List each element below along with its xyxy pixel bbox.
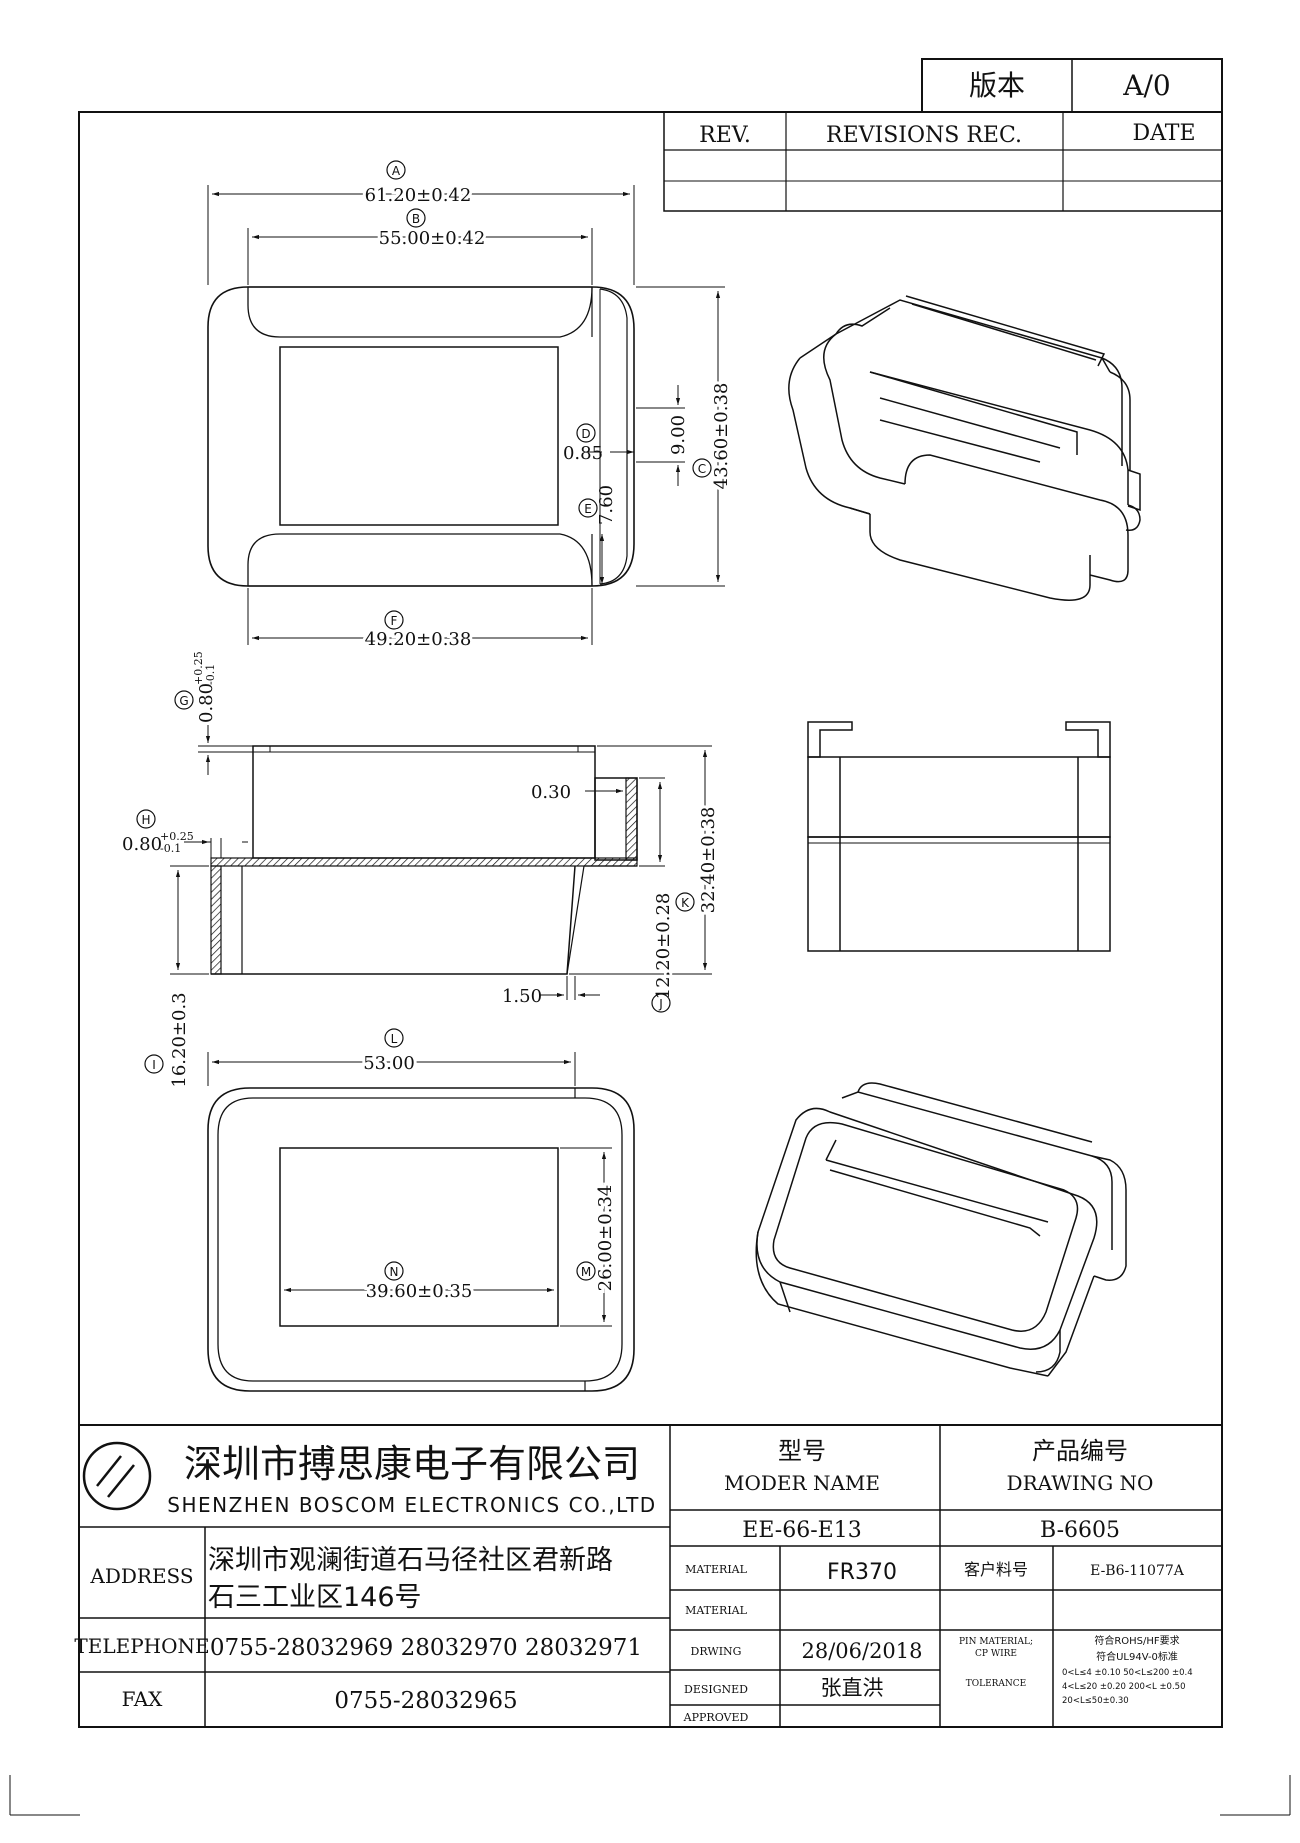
customer-part-label: 客户料号: [964, 1560, 1028, 1579]
material-value: FR370: [827, 1560, 897, 1585]
dim-step-value: 1.50: [502, 986, 542, 1007]
material2-label: MATERIAL: [685, 1604, 748, 1617]
dim-wall-value: 0.30: [531, 782, 571, 803]
drawing-date-value: 28/06/2018: [801, 1639, 922, 1663]
rev-header: REV.: [699, 123, 751, 148]
dim-g-tol-plus: +0.25: [192, 651, 205, 685]
side-view-dimensions: [170, 725, 712, 1000]
dim-m-value: 26.00±0.34: [595, 1185, 616, 1292]
model-value: EE-66-E13: [742, 1518, 861, 1543]
version-value: A/0: [1122, 69, 1170, 102]
drawing-date-label: DRWING: [691, 1645, 742, 1658]
top-view-labels: A 61.20±0.42 B 55.00±0.42 43.60±0.38 C D…: [362, 160, 735, 653]
version-box: 版本 A/0: [921, 58, 1223, 113]
pin-material-value-1: 符合ROHS/HF要求: [1094, 1634, 1179, 1647]
dim-f-letter: F: [391, 614, 398, 628]
dim-i-value: 16.20±0.3: [169, 992, 190, 1087]
fax-value: 0755-28032965: [334, 1688, 517, 1714]
fax-label: FAX: [122, 1687, 164, 1711]
bottom-view: [207, 1087, 635, 1392]
version-label: 版本: [969, 69, 1025, 102]
telephone-label: TELEPHONE: [74, 1634, 209, 1658]
date-header: DATE: [1132, 121, 1195, 146]
model-label-cn: 型号: [778, 1437, 826, 1465]
bottom-view-dimensions: [207, 1052, 612, 1327]
pin-material-label-2: CP WIRE: [975, 1649, 1017, 1659]
pin-material-label-1: PIN MATERIAL;: [959, 1637, 1033, 1647]
dim-h-letter: H: [141, 813, 150, 827]
company-logo: [82, 1441, 152, 1511]
dim-m-letter: M: [581, 1265, 591, 1279]
revisions-rec-header: REVISIONS REC.: [826, 123, 1022, 148]
sheet-border: [78, 111, 1223, 1728]
dim-n-value: 39.60±0.35: [366, 1281, 473, 1302]
dim-i-letter: I: [152, 1058, 156, 1072]
dim-k-letter: K: [681, 896, 690, 910]
pin-material-value-2: 符合UL94V-0标准: [1096, 1650, 1178, 1663]
tolerance-line1: 0<L≤4 ±0.10 50<L≤200 ±0.4: [1062, 1668, 1193, 1678]
address-line2: 石三工业区146号: [208, 1582, 422, 1613]
dim-f-value: 49.20±0.38: [365, 629, 472, 650]
dim-c-letter: C: [698, 462, 706, 476]
dim-h-base: 0.80: [122, 834, 162, 855]
side-view: [210, 745, 638, 975]
top-view-dimensions: [207, 185, 725, 645]
dim-n-letter: N: [390, 1265, 399, 1279]
isometric-view-top: [788, 295, 1141, 601]
front-view: [807, 721, 1111, 952]
dim-a-letter: A: [392, 164, 401, 178]
dim-b-letter: B: [412, 212, 420, 226]
title-block-text: 深圳市搏思康电子有限公司 SHENZHEN BOSCOM ELECTRONICS…: [74, 1437, 1192, 1724]
side-view-labels: G 0.80 +0.25 -0.1 H 0.80 +0.25 -0.1 0.30…: [122, 651, 722, 1090]
model-label-en: MODER NAME: [724, 1471, 880, 1495]
dim-d-letter: D: [581, 427, 590, 441]
company-name-cn: 深圳市搏思康电子有限公司: [184, 1442, 640, 1486]
address-label: ADDRESS: [89, 1564, 193, 1588]
tolerance-line2: 4<L≤20 ±0.20 200<L ±0.50: [1062, 1682, 1186, 1692]
dim-c-value: 43.60±0.38: [711, 383, 732, 490]
tolerance-label: TOLERANCE: [966, 1679, 1027, 1689]
dim-e-letter: E: [584, 502, 592, 516]
dim-d-value: 0.85: [563, 443, 603, 464]
dim-h-tol-minus: -0.1: [160, 842, 181, 855]
dim-g-tol-minus: -0.1: [204, 664, 217, 685]
drawing-label-cn: 产品编号: [1032, 1437, 1128, 1465]
dim-k-value: 32.40±0.38: [698, 807, 719, 914]
crop-marks: [9, 1775, 1291, 1816]
bottom-view-labels: L 53.00 26.00±0.34 M N 39.60±0.35: [360, 1028, 619, 1305]
address-line1: 深圳市观澜街道石马径社区君新路: [208, 1545, 613, 1576]
dim-g-letter: G: [179, 694, 188, 708]
dim-j-letter: J: [658, 997, 663, 1011]
dim-j-value: 12.20±0.28: [653, 893, 674, 1000]
dim-g-base: 0.80: [196, 683, 217, 723]
dim-a-value: 61.20±0.42: [365, 185, 472, 206]
dim-h-tol-plus: +0.25: [160, 830, 194, 843]
designed-label: DESIGNED: [684, 1683, 748, 1696]
telephone-value: 0755-28032969 28032970 28032971: [210, 1635, 642, 1661]
approved-label: APPROVED: [683, 1711, 749, 1724]
customer-part-value: E-B6-11077A: [1090, 1563, 1185, 1579]
revisions-table: REV. REVISIONS REC. DATE: [663, 111, 1223, 212]
isometric-view-bottom: [755, 1082, 1127, 1377]
designed-value: 张直洪: [821, 1676, 884, 1700]
material-label: MATERIAL: [685, 1563, 748, 1576]
dim-b-value: 55.00±0.42: [379, 228, 486, 249]
drawing-label-en: DRAWING NO: [1007, 1471, 1154, 1495]
tolerance-line3: 20<L≤50±0.30: [1062, 1696, 1129, 1706]
drawing-value: B-6605: [1040, 1518, 1120, 1543]
top-view: [207, 286, 635, 587]
dim-e-value: 7.60: [596, 485, 617, 525]
company-name-en: SHENZHEN BOSCOM ELECTRONICS CO.,LTD: [167, 1493, 656, 1517]
title-block: [79, 1424, 1222, 1727]
dim-l-letter: L: [391, 1032, 398, 1046]
dim-l-value: 53.00: [363, 1053, 415, 1074]
dim-d2-value: 9.00: [668, 415, 689, 455]
